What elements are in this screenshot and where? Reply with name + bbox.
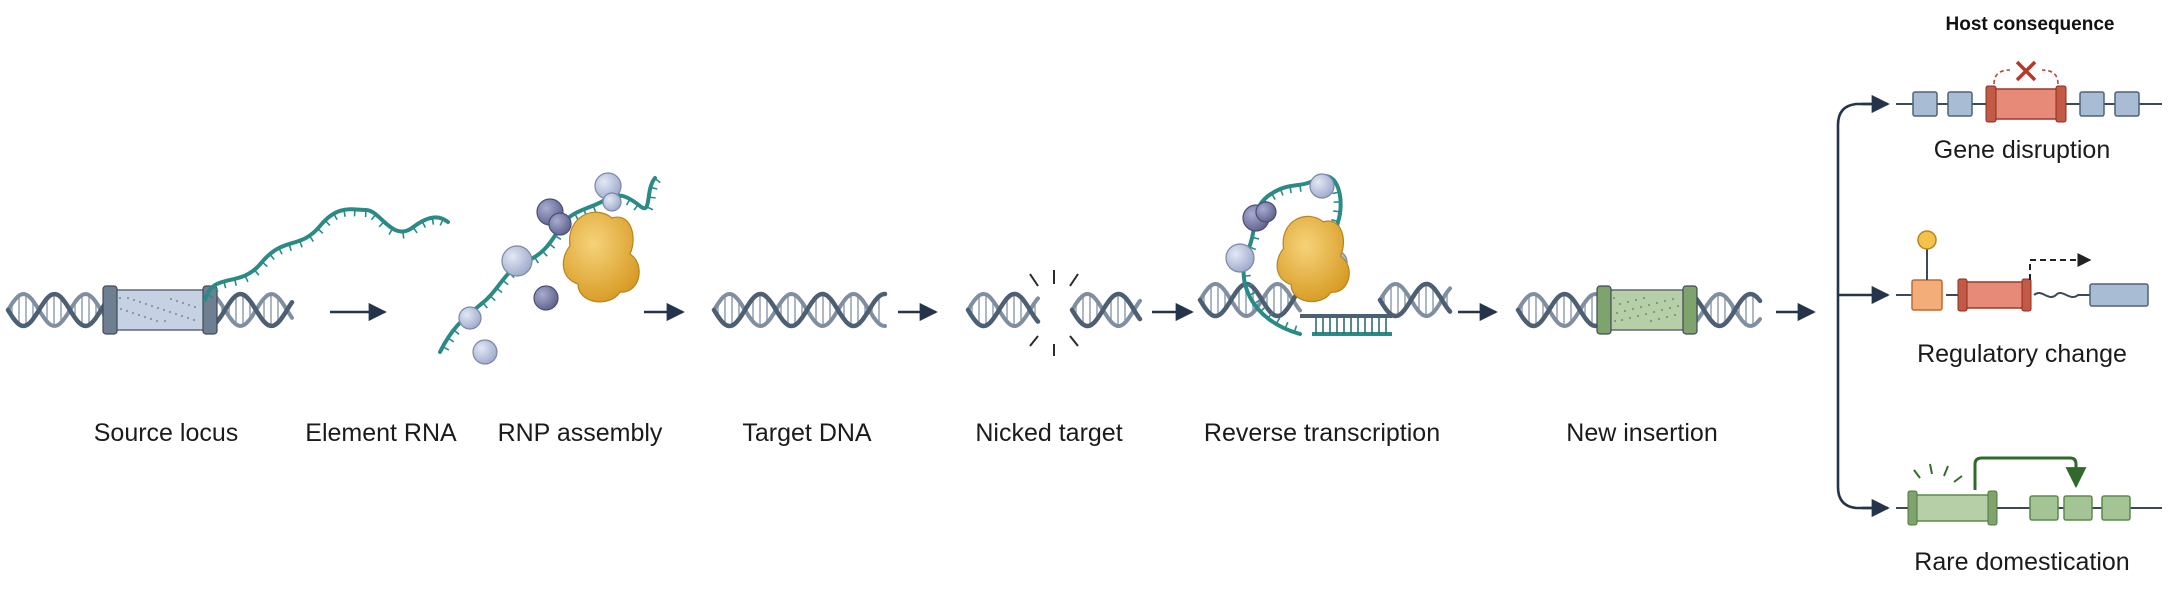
rt-subunit-icon-4	[1310, 174, 1334, 198]
outcome-label-regulatory-change: Regulatory change	[1917, 340, 2127, 369]
expression-arrow-icon	[2030, 260, 2090, 280]
reverse-transcriptase-icon	[563, 212, 639, 302]
new-element-cassette	[1597, 286, 1697, 334]
outcome-label-rare-domestication: Rare domestication	[1914, 548, 2129, 577]
rnp-subunit-icon-3	[502, 246, 532, 276]
nick-burst-icon	[1030, 270, 1078, 356]
outcome-header: Host consequence	[1946, 14, 2115, 36]
rnp-subunit-icon-2	[473, 340, 497, 364]
domesticated-element	[1912, 495, 1992, 521]
rt-dna-right	[1380, 284, 1450, 316]
source-element-cassette	[103, 286, 217, 334]
outcome-label-gene-disruption: Gene disruption	[1934, 136, 2111, 165]
step-label-nicked-target: Nicked target	[975, 419, 1122, 448]
disruption-x-icon	[2017, 62, 2035, 80]
activity-burst-icon	[1914, 464, 1962, 482]
regulatory-change-track	[1896, 231, 2148, 311]
step-label-rnp-assembly: RNP assembly	[498, 419, 663, 448]
enhancer-lollipop-icon	[1918, 231, 1936, 280]
step-label-new-insertion: New insertion	[1566, 419, 1717, 448]
regulatory-insert	[1962, 282, 2028, 308]
target-gene-box	[2090, 284, 2148, 306]
rnp-subunit-icon-4	[534, 286, 558, 310]
nicked-dna-left	[968, 294, 1038, 326]
rt-ladder	[1300, 316, 1392, 334]
rt-subunit-icon-1	[1226, 244, 1254, 272]
activation-arrow-icon	[1975, 458, 2076, 490]
gene-disruption-track	[1896, 62, 2162, 122]
rnp-subunit-icon-6	[549, 213, 571, 235]
target-dna	[714, 294, 885, 326]
step-label-target-dna: Target DNA	[742, 419, 871, 448]
step-label-source-locus: Source locus	[94, 419, 239, 448]
disrupted-gene-insert	[1990, 89, 2062, 119]
rt-subunit-icon-3	[1256, 202, 1276, 222]
promoter-box	[1912, 280, 1942, 310]
branch-connector	[1838, 104, 1872, 508]
rnp-subunit-icon-8	[603, 193, 621, 211]
rnp-subunit-icon-1	[459, 307, 481, 329]
element-rna-strand	[205, 209, 448, 300]
nicked-dna-right	[1072, 294, 1140, 326]
step-label-reverse-transcription: Reverse transcription	[1204, 419, 1440, 448]
step-label-element-rna: Element RNA	[305, 419, 456, 448]
domestication-track	[1896, 458, 2162, 525]
